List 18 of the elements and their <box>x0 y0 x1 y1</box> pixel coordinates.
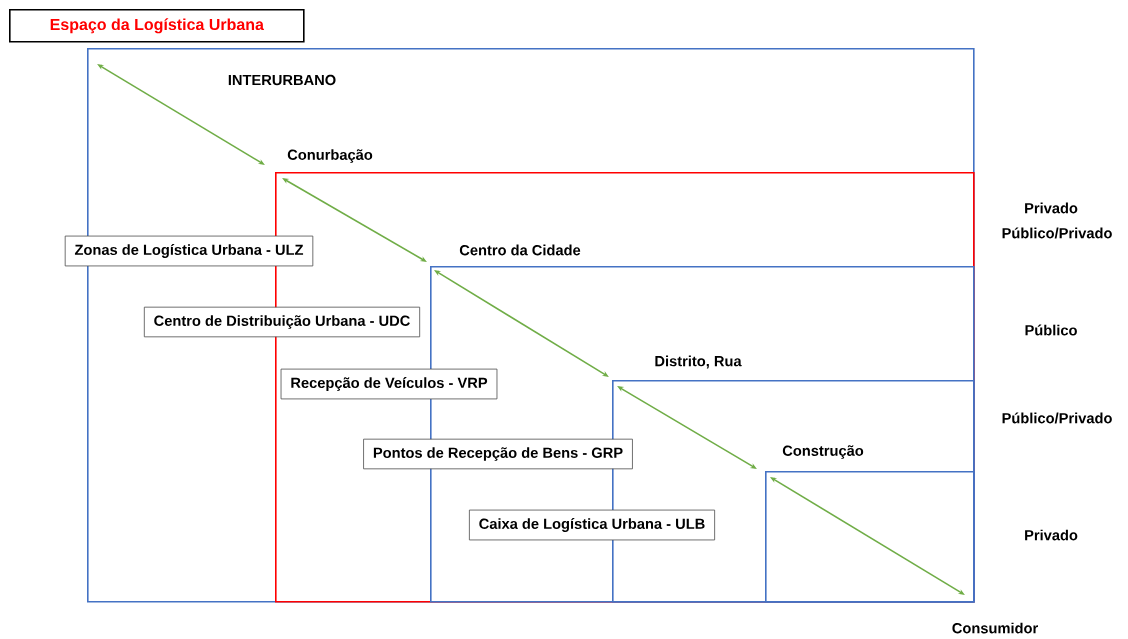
arrow <box>97 64 265 165</box>
end-label: Consumidor <box>952 622 1038 634</box>
region-heading: Centro da Cidade <box>459 244 581 256</box>
region-heading: Conurbação <box>287 149 373 163</box>
region-heading: Distrito, Rua <box>655 355 742 369</box>
arrow <box>770 477 965 595</box>
arrow <box>282 178 427 262</box>
sector-label: Privado <box>1025 202 1078 214</box>
region-heading: Construção <box>782 445 864 459</box>
title-box: Espaço da Logística Urbana <box>9 9 305 43</box>
arrow <box>617 386 757 469</box>
category-box: Zonas de Logística Urbana - ULZ <box>64 235 314 267</box>
region-heading: INTERURBANO <box>228 74 336 86</box>
sector-label: Público/Privado <box>1002 227 1112 239</box>
sector-label: Privado <box>1025 529 1078 541</box>
sector-label: Público <box>1025 324 1077 336</box>
arrow <box>434 270 609 377</box>
sector-label: Público/Privado <box>1002 412 1112 424</box>
